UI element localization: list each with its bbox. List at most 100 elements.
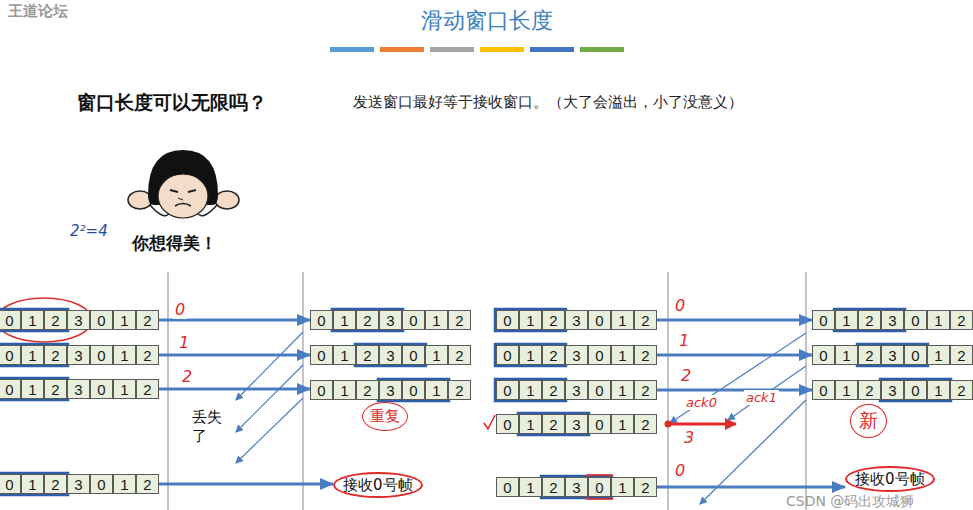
handwritten-label: 重复 xyxy=(362,402,408,431)
handwritten-label: 0 xyxy=(673,296,687,315)
frame-arrow xyxy=(159,354,310,357)
cell-number: 1 xyxy=(340,382,348,399)
red-mark xyxy=(587,475,612,499)
cell-number: 0 xyxy=(97,381,105,398)
cell-number: 2 xyxy=(455,382,463,399)
frame-cell: 2 xyxy=(950,310,973,330)
window-frame xyxy=(518,413,589,435)
frame-cell: 2 xyxy=(356,345,379,365)
cell-number: 3 xyxy=(572,382,580,399)
cell-number: 1 xyxy=(28,312,36,329)
frame-cell: 3 xyxy=(565,310,588,330)
cell-number: 2 xyxy=(957,382,965,399)
cell-number: 2 xyxy=(549,382,557,399)
cell-number: 1 xyxy=(842,312,850,329)
cell-number: 0 xyxy=(5,381,13,398)
frame-cell: 3 xyxy=(379,380,402,400)
window-frame xyxy=(541,476,612,498)
cell-number: 2 xyxy=(957,312,965,329)
cell-number: 2 xyxy=(143,347,151,364)
cell-number: 1 xyxy=(120,476,128,493)
frame-cell: 1 xyxy=(113,379,136,399)
frame-cell: 2 xyxy=(136,345,159,365)
cell-number: 1 xyxy=(526,382,534,399)
cell-number: 3 xyxy=(572,312,580,329)
receive-note: 接收0号帧 xyxy=(333,472,423,498)
frame-cell: 2 xyxy=(356,380,379,400)
cell-number: 2 xyxy=(641,347,649,364)
cell-number: 0 xyxy=(409,312,417,329)
frame-arrow xyxy=(159,483,333,486)
watermark: CSDN @码出攻城狮 xyxy=(786,493,914,510)
cell-number: 0 xyxy=(5,312,13,329)
frame-cell: 3 xyxy=(565,414,588,434)
cell-number: 2 xyxy=(549,347,557,364)
cell-number: 0 xyxy=(911,382,919,399)
handwritten-label: 2 xyxy=(679,366,693,385)
cell-number: 1 xyxy=(120,381,128,398)
frame-cell: 0 xyxy=(588,414,611,434)
cell-number: 0 xyxy=(911,347,919,364)
cell-number: 2 xyxy=(641,312,649,329)
frame-cell: 1 xyxy=(519,345,542,365)
frame-cell: 2 xyxy=(448,345,471,365)
frame-cell: 2 xyxy=(542,310,565,330)
frame-cell: 2 xyxy=(542,477,565,497)
cell-number: 2 xyxy=(865,347,873,364)
cell-number: 1 xyxy=(618,312,626,329)
window-frame xyxy=(0,378,68,400)
frame-cell: 2 xyxy=(858,380,881,400)
cell-number: 0 xyxy=(409,382,417,399)
cell-number: 3 xyxy=(74,476,82,493)
cell-number: 3 xyxy=(74,347,82,364)
frame-arrow xyxy=(657,354,812,357)
cell-number: 1 xyxy=(432,347,440,364)
handwritten-label: 新 xyxy=(850,404,887,438)
frame-cell: 3 xyxy=(67,379,90,399)
frame-cell: 3 xyxy=(565,380,588,400)
window-frame xyxy=(0,473,68,495)
cell-number: 2 xyxy=(549,312,557,329)
cell-number: 2 xyxy=(641,416,649,433)
cell-number: 0 xyxy=(819,312,827,329)
cell-number: 0 xyxy=(5,347,13,364)
red-arrow xyxy=(665,421,737,428)
frame-cell: 1 xyxy=(927,380,950,400)
frame-cell: 1 xyxy=(425,310,448,330)
frame-cell: 1 xyxy=(333,380,356,400)
cell-number: 1 xyxy=(934,382,942,399)
cell-number: 1 xyxy=(526,479,534,496)
frame-cell: 0 xyxy=(904,380,927,400)
handwritten-label: 1 xyxy=(677,331,691,350)
cell-number: 1 xyxy=(526,416,534,433)
cell-number: 2 xyxy=(51,476,59,493)
frame-cell: 2 xyxy=(950,380,973,400)
frame-arrow xyxy=(657,389,812,392)
frame-cell: 2 xyxy=(136,474,159,494)
window-frame xyxy=(857,344,928,366)
frame-cell: 1 xyxy=(519,477,542,497)
cell-number: 2 xyxy=(455,347,463,364)
frame-cell: 1 xyxy=(21,474,44,494)
window-frame xyxy=(332,309,403,331)
frame-cell: 2 xyxy=(448,380,471,400)
cell-number: 1 xyxy=(618,382,626,399)
cell-number: 2 xyxy=(51,381,59,398)
frame-cell: 3 xyxy=(881,310,904,330)
cell-number: 1 xyxy=(934,312,942,329)
cell-number: 2 xyxy=(549,416,557,433)
cell-number: 0 xyxy=(503,347,511,364)
window-frame xyxy=(495,344,566,366)
frame-cell: 0 xyxy=(0,379,21,399)
red-marks xyxy=(0,298,495,429)
frame-cell: 3 xyxy=(379,310,402,330)
frame-cell: 0 xyxy=(588,345,611,365)
note-text: 发送窗口最好等于接收窗口。（大了会溢出，小了没意义） xyxy=(353,93,743,112)
cell-number: 2 xyxy=(865,312,873,329)
cell-number: 0 xyxy=(97,312,105,329)
frame-cell: 0 xyxy=(0,345,21,365)
cell-number: 0 xyxy=(5,476,13,493)
cell-number: 3 xyxy=(386,347,394,364)
frame-cell: 1 xyxy=(21,310,44,330)
cell-number: 3 xyxy=(386,312,394,329)
